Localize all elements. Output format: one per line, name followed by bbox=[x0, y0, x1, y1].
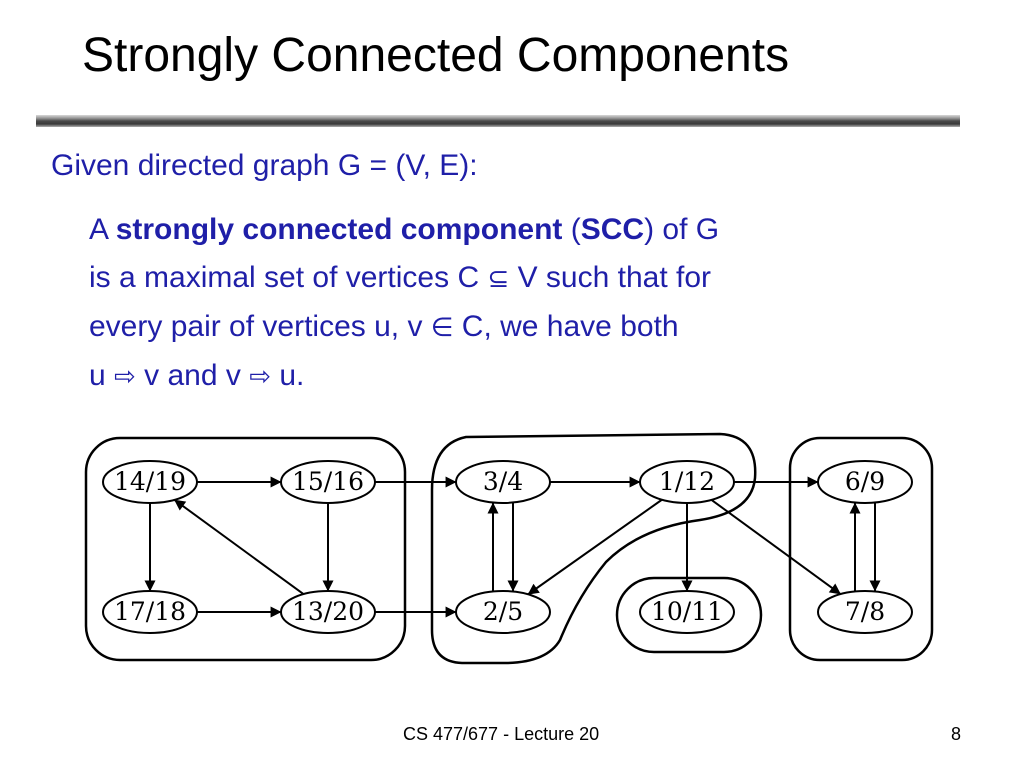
edge-g-a bbox=[173, 499, 305, 595]
node-label: 6/9 bbox=[845, 467, 885, 496]
graph-node-h: 2/5 bbox=[455, 590, 551, 634]
definition-text: A bbox=[89, 213, 116, 246]
element-of-symbol: ∈ bbox=[430, 313, 454, 343]
graph-node-j: 7/8 bbox=[817, 590, 913, 634]
definition-text: V such that for bbox=[509, 261, 712, 294]
definition-text: u bbox=[89, 359, 115, 392]
graph-node-b: 15/16 bbox=[280, 460, 376, 504]
node-label: 2/5 bbox=[483, 597, 523, 626]
node-label: 13/20 bbox=[292, 597, 364, 626]
term-scc-abbrev: SCC bbox=[580, 213, 645, 246]
node-ellipse bbox=[102, 590, 198, 634]
edge-d-h bbox=[527, 498, 663, 596]
node-ellipse bbox=[455, 460, 551, 504]
node-label: 17/18 bbox=[114, 597, 186, 626]
graph-node-i: 10/11 bbox=[639, 590, 735, 634]
node-ellipse bbox=[639, 460, 735, 504]
page-number: 8 bbox=[951, 724, 962, 744]
node-label: 15/16 bbox=[292, 467, 364, 496]
edge-d-j bbox=[710, 499, 842, 595]
graph-node-e: 6/9 bbox=[817, 460, 913, 504]
graph-node-g: 13/20 bbox=[280, 590, 376, 634]
definition-text: ( bbox=[562, 213, 581, 246]
definition-text: every pair of vertices u, v bbox=[89, 310, 431, 343]
scc-outline-1 bbox=[84, 436, 407, 662]
node-label: 7/8 bbox=[845, 597, 885, 626]
definition-line-2: is a maximal set of vertices C ⊆ V such … bbox=[89, 254, 949, 303]
node-ellipse bbox=[817, 590, 913, 634]
term-scc: strongly connected component bbox=[115, 213, 563, 246]
graph-node-a: 14/19 bbox=[102, 460, 198, 504]
definition-text: u. bbox=[271, 359, 305, 392]
definition-text: is a maximal set of vertices C bbox=[89, 261, 488, 294]
scc-outline-3 bbox=[615, 576, 763, 654]
definition-line-1: A strongly connected component (SCC) of … bbox=[89, 206, 949, 254]
graph-node-d: 1/12 bbox=[639, 460, 735, 504]
definition-paragraph: A strongly connected component (SCC) of … bbox=[89, 206, 949, 401]
definition-text: v and v bbox=[135, 359, 250, 392]
graph-node-f: 17/18 bbox=[102, 590, 198, 634]
slide-title: Strongly Connected Components bbox=[82, 29, 790, 82]
definition-text: ) of G bbox=[644, 213, 720, 246]
definition-text: C, we have both bbox=[453, 310, 679, 343]
graph-edges bbox=[144, 476, 881, 618]
node-label: 1/12 bbox=[659, 467, 715, 496]
reaches-arrow-icon: ⇨ bbox=[249, 362, 272, 392]
node-label: 10/11 bbox=[651, 597, 723, 626]
graph-node-c: 3/4 bbox=[455, 460, 551, 504]
subseteq-symbol: ⊆ bbox=[487, 264, 510, 294]
node-ellipse bbox=[455, 590, 551, 634]
graph-nodes: 14/19 15/16 3/4 1/12 6/9 17/18 13/20 2/5 10/11 7/… bbox=[102, 460, 913, 634]
footer-lecture: CS 477/677 - Lecture 20 bbox=[403, 724, 600, 744]
title-divider bbox=[36, 115, 960, 127]
node-ellipse bbox=[817, 460, 913, 504]
reaches-arrow-icon: ⇨ bbox=[114, 362, 136, 392]
node-label: 14/19 bbox=[114, 467, 186, 496]
node-ellipse bbox=[102, 460, 198, 504]
node-ellipse bbox=[280, 460, 376, 504]
scc-outline-4 bbox=[788, 436, 934, 662]
node-label: 3/4 bbox=[483, 467, 523, 496]
intro-text: Given directed graph G = (V, E): bbox=[51, 149, 478, 182]
node-ellipse bbox=[639, 590, 735, 634]
node-ellipse bbox=[280, 590, 376, 634]
definition-line-4: u ⇨ v and v ⇨ u. bbox=[89, 352, 949, 401]
definition-line-3: every pair of vertices u, v ∈ C, we have… bbox=[89, 303, 949, 352]
scc-graph-diagram: 14/19 15/16 3/4 1/12 6/9 17/18 13/20 2/5 10/11 7/… bbox=[84, 432, 934, 665]
